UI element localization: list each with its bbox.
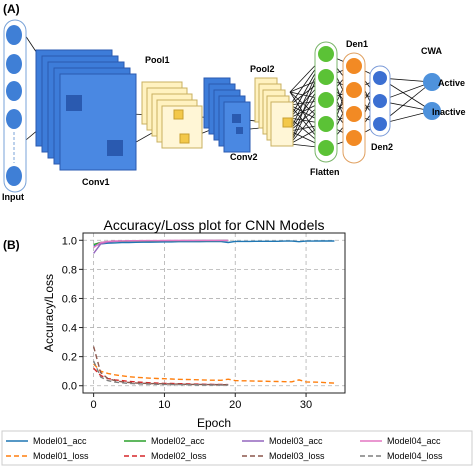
legend-entry-label: Model04_loss — [387, 451, 443, 461]
series-line-model03-loss — [92, 346, 229, 386]
input-node — [6, 54, 22, 74]
den2-layer — [369, 65, 391, 137]
den1-label: Den1 — [346, 39, 368, 49]
conv1-kernel-square — [66, 95, 82, 111]
output-layer — [423, 73, 441, 120]
y-tick-label: 0.2 — [62, 352, 77, 364]
den2-node — [373, 71, 387, 85]
conv2-kernel-square — [232, 114, 241, 123]
series-line-model01-acc — [93, 240, 335, 247]
den2-label: Den2 — [371, 142, 393, 152]
legend-entry-label: Model01_acc — [33, 436, 87, 446]
accuracy-loss-chart: Accuracy/Loss plot for CNN Models 0 10 20 3… — [1, 217, 473, 466]
series-line-model01-loss — [93, 363, 335, 384]
den1-node — [346, 130, 362, 146]
pool2-stack — [254, 77, 294, 147]
flatten-node — [318, 116, 334, 132]
flatten-node — [318, 92, 334, 108]
x-axis-label: Epoch — [197, 416, 231, 430]
plot-frame — [82, 232, 346, 394]
legend-entry-label: Model01_loss — [33, 451, 89, 461]
legend-entry-label: Model02_loss — [151, 451, 207, 461]
conv1-feature-map — [59, 73, 137, 171]
pool1-focus-square — [179, 133, 190, 144]
output-node-inactive — [423, 102, 441, 120]
y-tick-label: 0.8 — [62, 264, 77, 276]
legend-entry-label: Model04_acc — [387, 436, 441, 446]
x-tick-label: 0 — [91, 399, 97, 411]
y-tick-label: 0.6 — [62, 293, 77, 305]
conv2-focus-square — [236, 127, 243, 134]
pool1-stack — [141, 81, 203, 149]
series-line-model02-loss — [93, 367, 229, 386]
legend-entry-label: Model03_acc — [269, 436, 323, 446]
legend-frame — [1, 430, 473, 466]
input-label: Input — [2, 192, 24, 202]
den2-node — [373, 94, 387, 108]
chart-title: Accuracy/Loss plot for CNN Models — [104, 217, 325, 233]
input-node — [6, 166, 22, 186]
pool2-label: Pool2 — [250, 64, 275, 74]
y-tick-label: 1.0 — [62, 235, 77, 247]
chart-series-lines — [92, 239, 335, 386]
den1-node — [346, 82, 362, 98]
architecture-diagram: Input Conv1 Pool1 — [2, 19, 466, 202]
conv1-stack — [35, 49, 137, 171]
pool2-kernel-square — [282, 117, 293, 128]
pool1-label: Pool1 — [145, 55, 170, 65]
flatten-node — [318, 46, 334, 62]
legend-entry-label: Model02_acc — [151, 436, 205, 446]
den1-node — [346, 58, 362, 74]
x-tick-label: 10 — [158, 399, 170, 411]
input-node — [6, 25, 22, 45]
x-tick-label: 20 — [229, 399, 241, 411]
den1-node — [346, 106, 362, 122]
y-tick-label: 0.0 — [62, 381, 77, 393]
conv2-stack — [203, 77, 251, 153]
pool2-feature-map — [270, 101, 294, 147]
panel-label-a: (A) — [3, 2, 20, 16]
flatten-label: Flatten — [310, 167, 340, 177]
y-tick-label: 0.4 — [62, 323, 77, 335]
panel-label-b: (B) — [3, 238, 20, 252]
output-node-active — [423, 73, 441, 91]
chart-grid — [83, 233, 345, 393]
flatten-layer — [314, 41, 338, 163]
den1-layer — [342, 52, 366, 164]
series-line-model04-loss — [92, 360, 229, 386]
pool1-kernel-square — [173, 109, 184, 120]
chart-legend: Model01_accModel01_lossModel02_accModel0… — [1, 430, 473, 466]
x-tick-label: 30 — [300, 399, 312, 411]
active-label: Active — [438, 78, 465, 88]
conv1-label: Conv1 — [82, 177, 110, 187]
series-line-model04-acc — [93, 239, 229, 249]
input-node — [6, 81, 22, 101]
conv2-label: Conv2 — [230, 152, 258, 162]
conv1-focus-square — [107, 140, 123, 156]
y-axis-label: Accuracy/Loss — [42, 274, 56, 352]
den2-node — [373, 117, 387, 131]
chart-ticks: 0 10 20 30 0.0 0.2 0.4 0.6 0.8 1.0 — [62, 235, 312, 411]
inactive-label: Inactive — [432, 107, 466, 117]
flatten-node — [318, 140, 334, 156]
cwa-label: CWA — [421, 46, 442, 56]
flatten-node — [318, 69, 334, 85]
input-node — [6, 109, 22, 129]
input-layer — [3, 19, 27, 193]
legend-entry-label: Model03_loss — [269, 451, 325, 461]
